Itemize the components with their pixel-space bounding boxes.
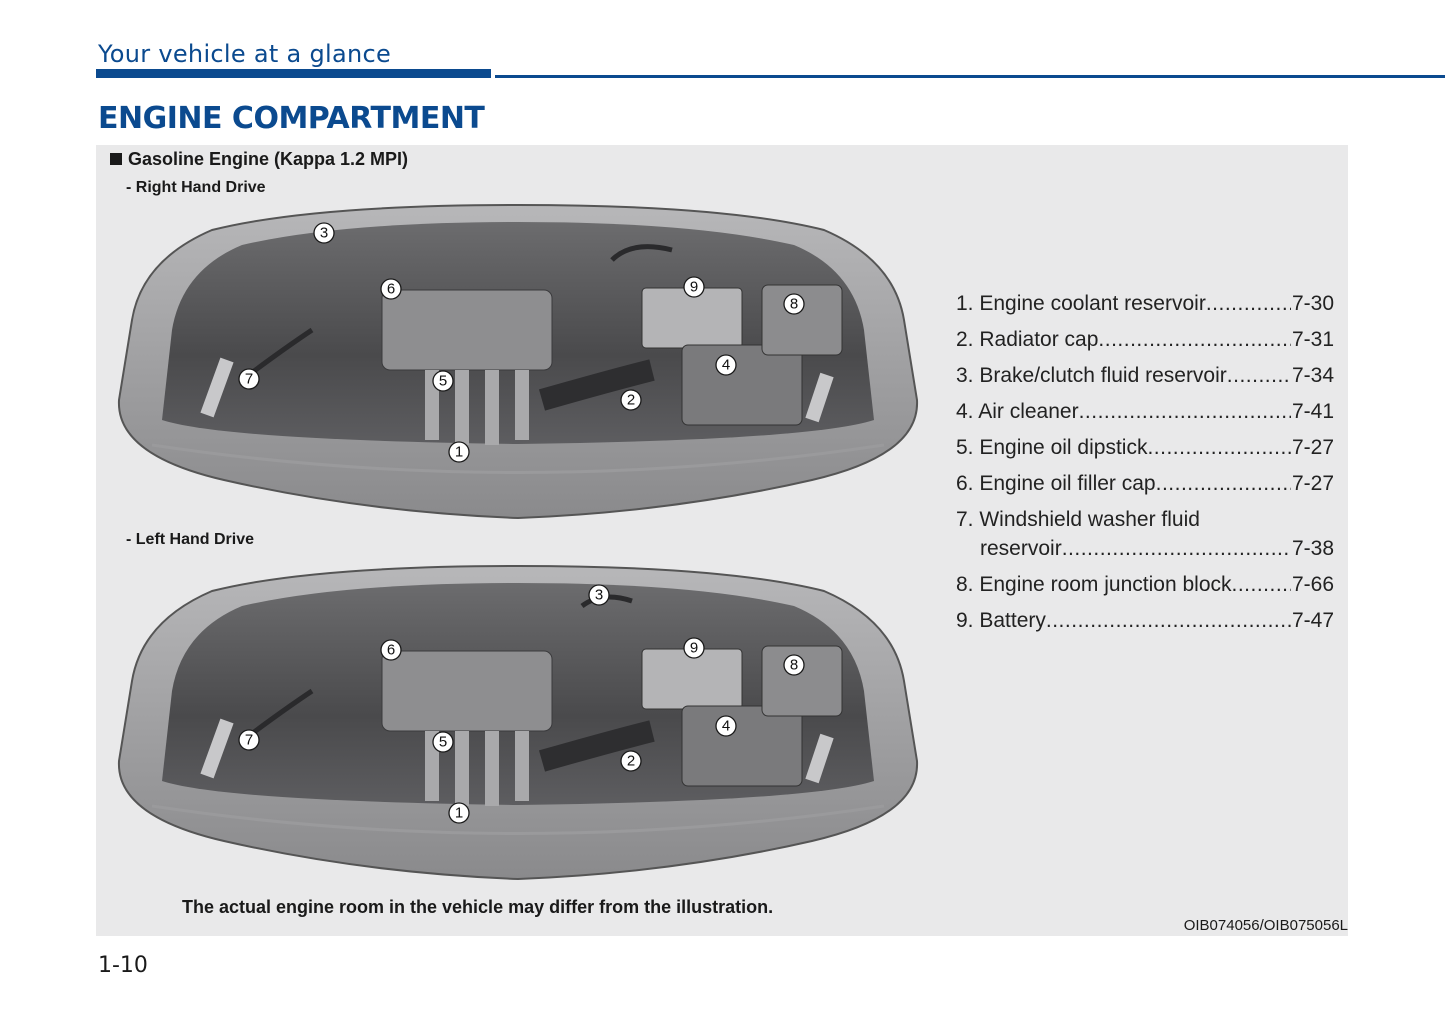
svg-text:7: 7: [245, 732, 253, 749]
leader-dots: [1098, 328, 1291, 352]
engine-block: [381, 650, 553, 732]
callout-7: 7: [238, 368, 260, 390]
legend-page: 7-41: [1291, 400, 1334, 423]
drive-label-rhd: - Right Hand Drive: [126, 179, 266, 196]
legend-text: 4. Air cleaner: [956, 400, 1079, 423]
square-bullet-icon: [110, 153, 122, 165]
legend-text: 9. Battery: [956, 609, 1046, 632]
svg-text:6: 6: [387, 281, 395, 298]
legend-page: 7-47: [1291, 609, 1334, 632]
callout-5: 5: [432, 370, 454, 392]
air-cleaner: [681, 344, 803, 426]
svg-text:5: 5: [439, 734, 447, 751]
drive-label-lhd: - Left Hand Drive: [126, 531, 255, 548]
legend-text: 8. Engine room junction block: [956, 573, 1232, 596]
svg-text:3: 3: [320, 225, 328, 242]
legend-item: 9. Battery 7-47: [956, 609, 1334, 645]
engine-label-text: Gasoline Engine (Kappa 1.2 MPI): [128, 149, 409, 169]
svg-text:2: 2: [627, 753, 635, 770]
legend-text-continued: reservoir: [980, 537, 1062, 560]
legend-item: 6. Engine oil filler cap 7-27: [956, 472, 1334, 508]
junction-block: [761, 284, 843, 356]
callout-8: 8: [783, 293, 805, 315]
svg-text:6: 6: [387, 642, 395, 659]
svg-text:5: 5: [439, 373, 447, 390]
engine-block: [381, 289, 553, 371]
junction-block: [761, 645, 843, 717]
header-section-title: Your vehicle at a glance: [98, 40, 392, 68]
leader-dots: [1079, 400, 1291, 424]
leader-dots: [1156, 472, 1291, 496]
legend-page: 7-27: [1291, 472, 1334, 495]
engine-illustration-lhd: 1 2 3 4 5 6 7 8 9: [117, 564, 919, 881]
callout-9: 9: [683, 637, 705, 659]
svg-text:9: 9: [690, 279, 698, 296]
callout-2: 2: [620, 750, 642, 772]
callout-4: 4: [715, 354, 737, 376]
illustration-note: The actual engine room in the vehicle ma…: [182, 897, 774, 917]
legend-item: 7. Windshield washer fluid reservoir 7-3…: [956, 508, 1334, 573]
svg-text:4: 4: [722, 718, 730, 735]
page-title: ENGINE COMPARTMENT: [98, 101, 485, 136]
callout-7: 7: [238, 729, 260, 751]
legend-item: 8. Engine room junction block 7-66: [956, 573, 1334, 609]
legend-text: 2. Radiator cap: [956, 328, 1099, 351]
legend-item: 3. Brake/clutch fluid reservoir 7-34: [956, 364, 1334, 400]
callout-9: 9: [683, 276, 705, 298]
legend-text: 7. Windshield washer fluid: [956, 508, 1200, 531]
leader-dots: [1206, 292, 1291, 316]
callout-1: 1: [448, 441, 470, 463]
legend-item: 5. Engine oil dipstick 7-27: [956, 436, 1334, 472]
svg-text:4: 4: [722, 357, 730, 374]
legend-page: 7-31: [1291, 328, 1334, 351]
svg-text:8: 8: [790, 657, 798, 674]
callout-6: 6: [380, 278, 402, 300]
callout-4: 4: [715, 715, 737, 737]
svg-text:1: 1: [455, 444, 463, 461]
leader-dots: [1046, 609, 1291, 633]
legend-item: 2. Radiator cap 7-31: [956, 328, 1334, 364]
legend-page: 7-30: [1291, 292, 1334, 315]
callout-8: 8: [783, 654, 805, 676]
leader-dots: [1147, 436, 1291, 460]
callout-5: 5: [432, 731, 454, 753]
leader-dots: [1232, 573, 1291, 597]
leader-dots: [1062, 537, 1291, 561]
engine-illustration-rhd: 1 2 3 4 5 6 7 8 9: [117, 203, 919, 520]
header-rule-thin: [495, 75, 1445, 78]
svg-text:1: 1: [455, 805, 463, 822]
legend-page: 7-38: [1291, 537, 1334, 560]
header-rule-thick: [96, 69, 491, 78]
legend-text: 5. Engine oil dipstick: [956, 436, 1148, 459]
component-legend: 1. Engine coolant reservoir 7-30 2. Radia…: [956, 292, 1334, 645]
legend-item: 4. Air cleaner 7-41: [956, 400, 1334, 436]
svg-text:7: 7: [245, 371, 253, 388]
callout-6: 6: [380, 639, 402, 661]
callout-2: 2: [620, 389, 642, 411]
legend-text: 3. Brake/clutch fluid reservoir: [956, 364, 1227, 387]
svg-text:3: 3: [595, 587, 603, 604]
page-number: 1-10: [98, 953, 148, 978]
legend-text: 1. Engine coolant reservoir: [956, 292, 1206, 315]
legend-page: 7-66: [1291, 573, 1334, 596]
legend-page: 7-34: [1291, 364, 1334, 387]
legend-page: 7-27: [1291, 436, 1334, 459]
callout-1: 1: [448, 802, 470, 824]
image-code: OIB074056/OIB075056L: [1183, 917, 1348, 934]
leader-dots: [1227, 364, 1291, 388]
svg-text:9: 9: [690, 640, 698, 657]
legend-item: 1. Engine coolant reservoir 7-30: [956, 292, 1334, 328]
svg-text:2: 2: [627, 392, 635, 409]
callout-3: 3: [313, 222, 335, 244]
legend-text: 6. Engine oil filler cap: [956, 472, 1156, 495]
callout-3: 3: [588, 584, 610, 606]
svg-text:8: 8: [790, 296, 798, 313]
engine-label: Gasoline Engine (Kappa 1.2 MPI): [110, 149, 408, 170]
air-cleaner: [681, 705, 803, 787]
